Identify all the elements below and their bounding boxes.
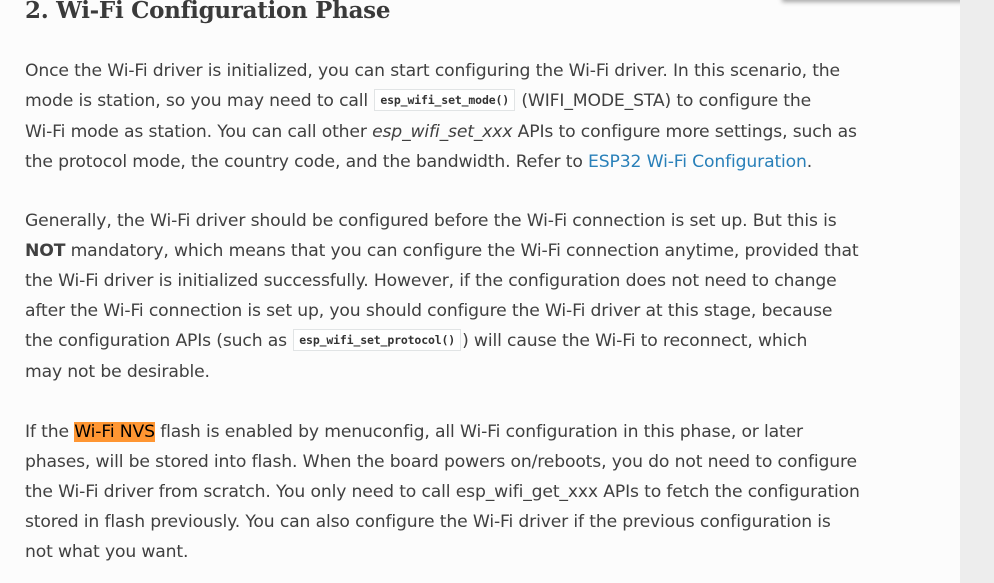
text-line: NOT mandatory, which means that you can … <box>25 236 859 266</box>
code-esp-wifi-set-mode: esp_wifi_set_mode() <box>374 89 516 111</box>
text-span: Wi-Fi mode as station. You can call othe… <box>25 122 373 142</box>
emphasis-api-name: esp_wifi_set_xxx <box>372 122 513 142</box>
text-line: Wi-Fi mode as station. You can call othe… <box>25 117 857 147</box>
text-line: Generally, the Wi-Fi driver should be co… <box>25 211 837 231</box>
text-span: ) will cause the Wi-Fi to reconnect, whi… <box>462 331 808 351</box>
text-line: If the Wi-Fi NVS flash is enabled by men… <box>25 417 860 447</box>
text-line: phases, will be stored into flash. When … <box>25 452 857 472</box>
paragraph-nvs-flash: If the Wi-Fi NVS flash is enabled by men… <box>25 417 860 567</box>
text-span: If the <box>25 422 75 442</box>
text-line: the Wi-Fi driver is initialized successf… <box>25 271 837 291</box>
text-line: the protocol mode, the country code, and… <box>25 147 857 177</box>
text-line: not what you want. <box>25 542 189 562</box>
text-line: mode is station, so you may need to call… <box>25 86 857 117</box>
text-span: (WIFI_MODE_STA) to configure the <box>516 91 812 111</box>
text-line: the configuration APIs (such as esp_wifi… <box>25 326 858 357</box>
paragraph-config-intro: Once the Wi-Fi driver is initialized, yo… <box>25 56 857 177</box>
text-span: mode is station, so you may need to call <box>25 91 374 111</box>
text-line: Once the Wi-Fi driver is initialized, yo… <box>25 61 840 81</box>
text-line: after the Wi-Fi connection is set up, yo… <box>25 301 833 321</box>
text-span: flash is enabled by menuconfig, all Wi-F… <box>154 422 803 442</box>
text-line: may not be desirable. <box>25 362 210 382</box>
text-span: . <box>806 152 813 172</box>
text-span: mandatory, which means that you can conf… <box>65 241 859 261</box>
text-line: the Wi-Fi driver from scratch. You only … <box>25 482 860 502</box>
text-line: stored in flash previously. You can also… <box>25 512 831 532</box>
text-span: the configuration APIs (such as <box>25 331 293 351</box>
section-title: 2. Wi-Fi Configuration Phase <box>25 0 391 24</box>
right-sidebar <box>960 0 994 583</box>
text-span: the protocol mode, the country code, and… <box>25 152 589 172</box>
code-esp-wifi-set-protocol: esp_wifi_set_protocol() <box>293 329 462 351</box>
strong-not: NOT <box>25 241 66 261</box>
link-esp32-wifi-configuration[interactable]: ESP32 Wi-Fi Configuration <box>588 152 807 172</box>
paragraph-config-timing: Generally, the Wi-Fi driver should be co… <box>25 206 859 387</box>
text-span: APIs to configure more settings, such as <box>512 122 857 142</box>
search-highlight-wifi-nvs: Wi-Fi NVS <box>74 422 155 442</box>
